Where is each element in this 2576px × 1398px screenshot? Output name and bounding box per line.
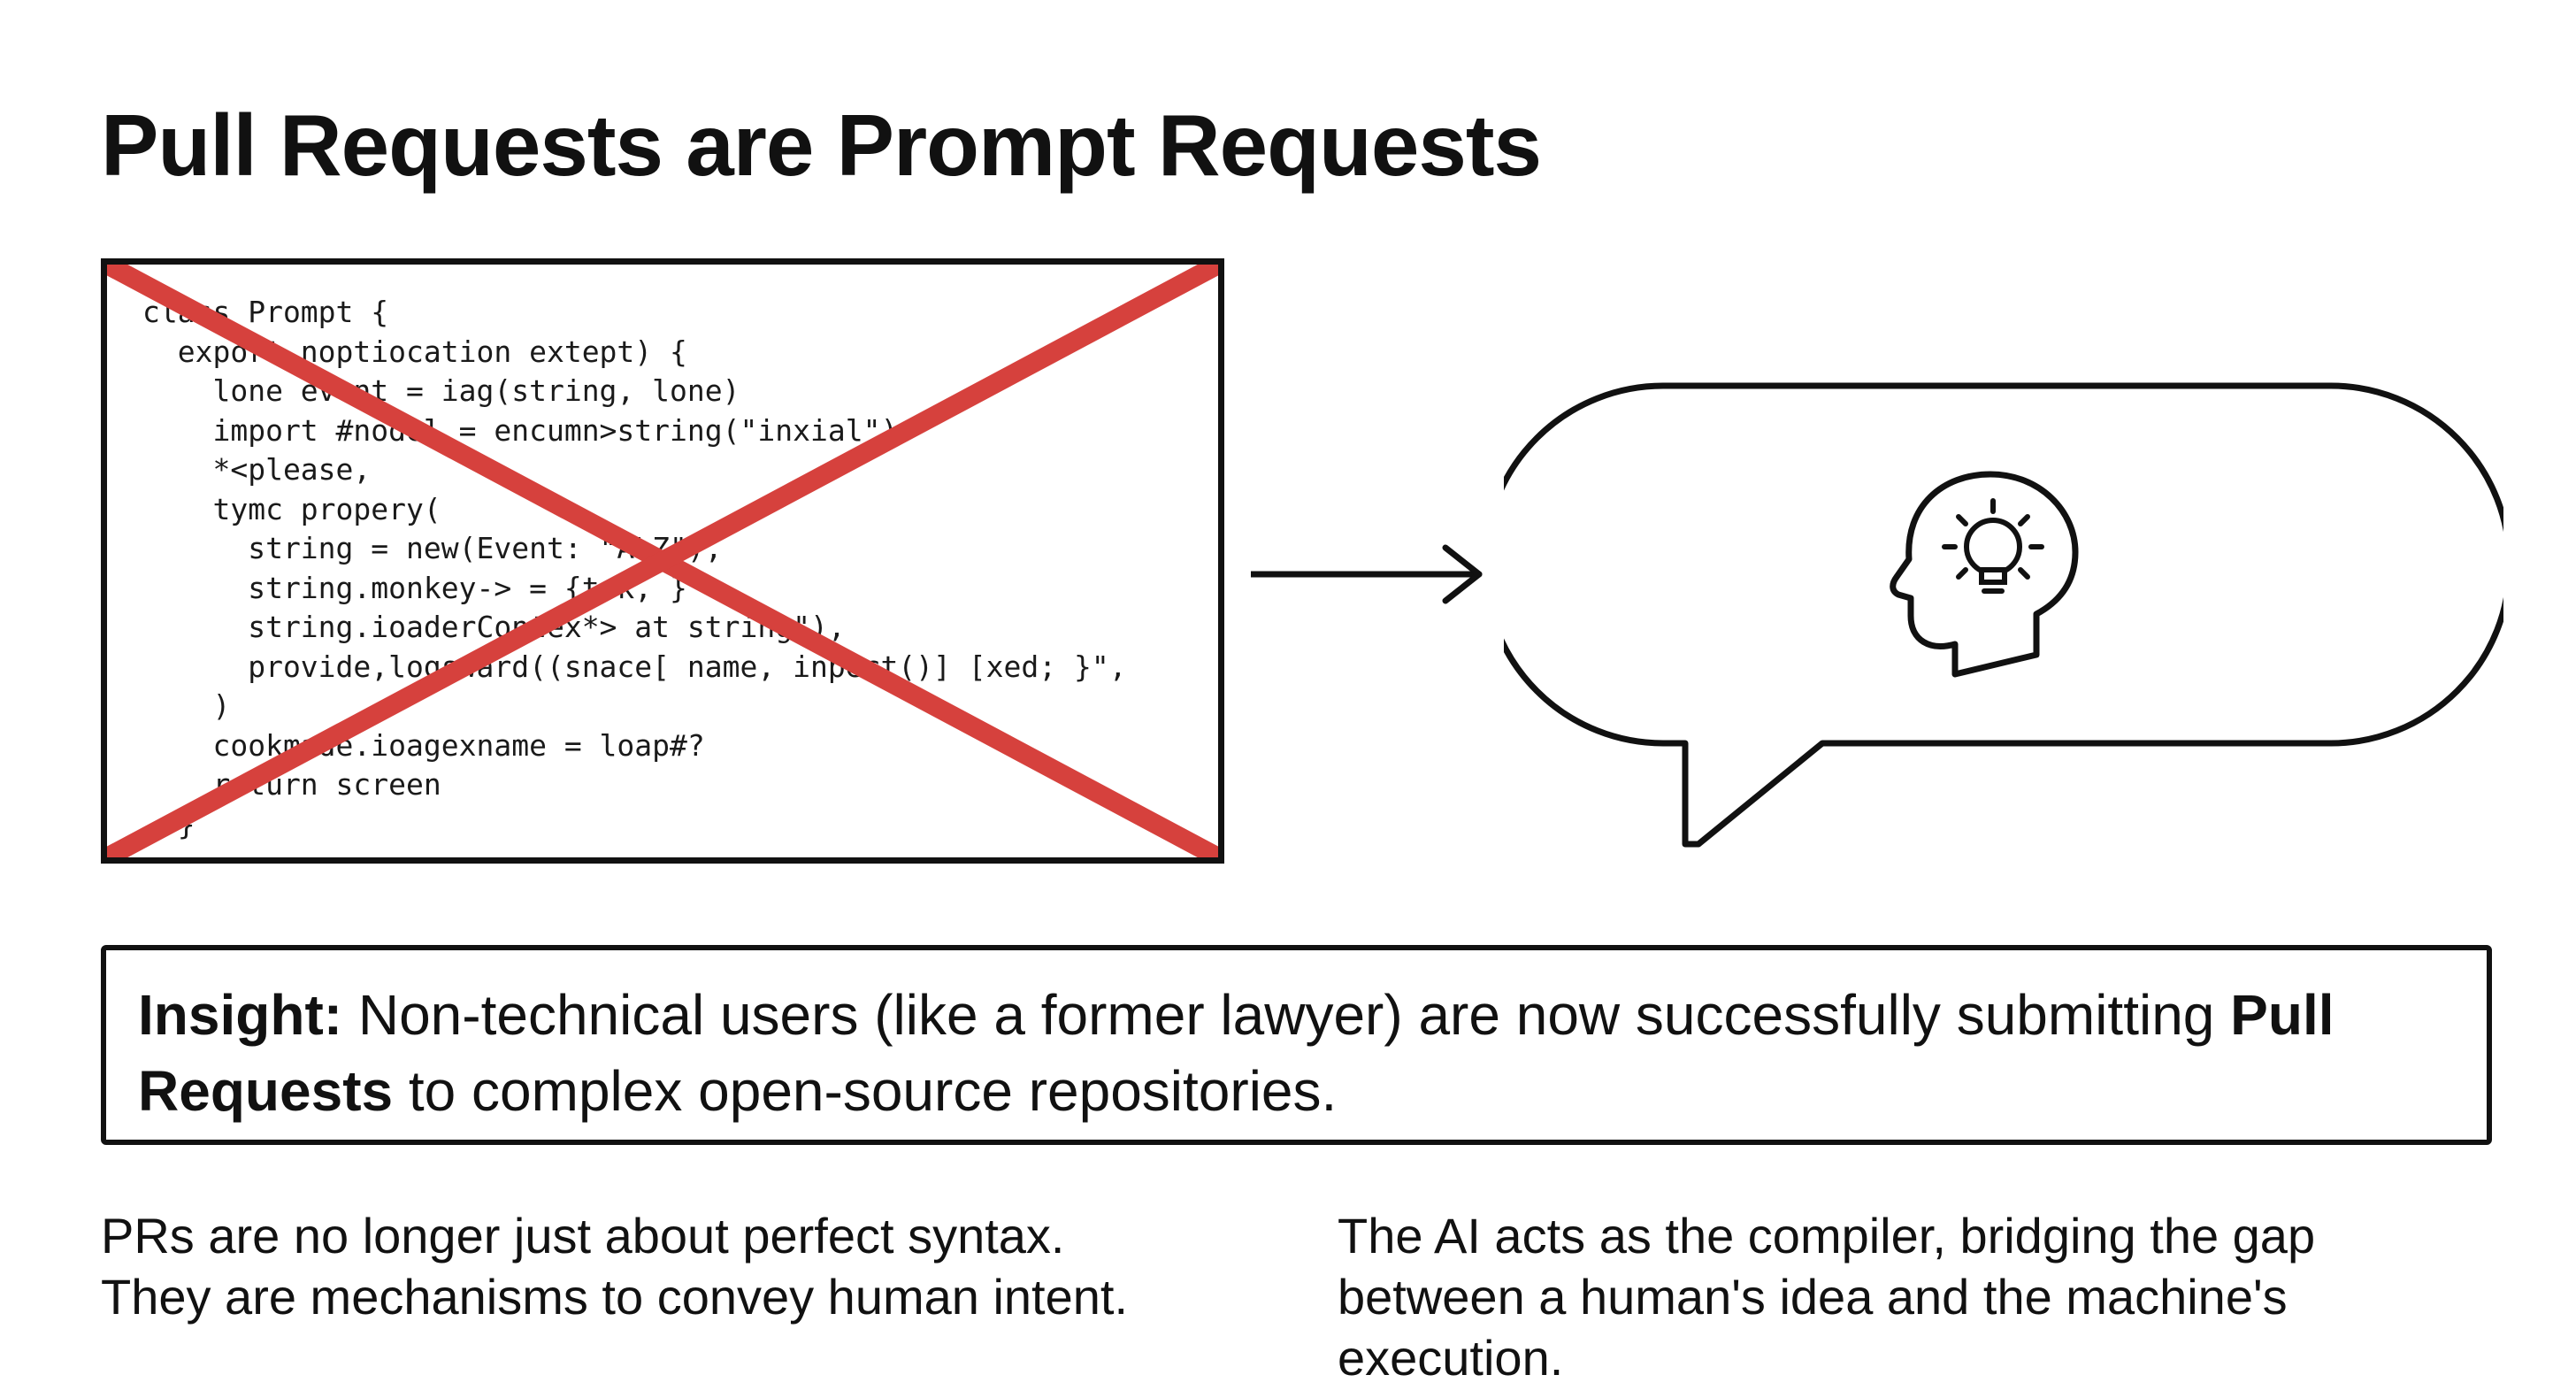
head-with-lightbulb-icon	[1890, 471, 2079, 678]
bottom-left-text: PRs are no longer just about perfect syn…	[101, 1208, 1129, 1325]
arrow-right-icon	[1251, 544, 1483, 604]
insight-emphasis: Pull Requests	[138, 983, 2334, 1123]
page-title: Pull Requests are Prompt Requests	[101, 96, 1542, 194]
code-line: )	[142, 688, 231, 723]
code-line: cookmade.ioagexname = loap#?	[142, 727, 705, 763]
insight-label: Insight:	[138, 983, 343, 1047]
code-line: tymc propery(	[142, 491, 441, 526]
bottom-right-text: The AI acts as the compiler, bridging th…	[1338, 1208, 2316, 1386]
insight-text: Non-technical users (like a former lawye…	[342, 983, 2231, 1047]
code-line: *<please,	[142, 452, 372, 487]
code-line: provide,logsward((snace[ name, inpect()]…	[142, 649, 1127, 684]
code-line: string.monkey-> = {tok, }	[142, 570, 687, 605]
code-panel: class Prompt { export noptiocation extep…	[101, 258, 1224, 864]
insight-text-end: to complex open-source repositories.	[393, 1059, 1338, 1123]
speech-bubble-icon	[1504, 382, 2503, 848]
cross-out-icon	[107, 265, 1218, 857]
insight-box: Insight: Non-technical users (like a for…	[101, 945, 2492, 1145]
